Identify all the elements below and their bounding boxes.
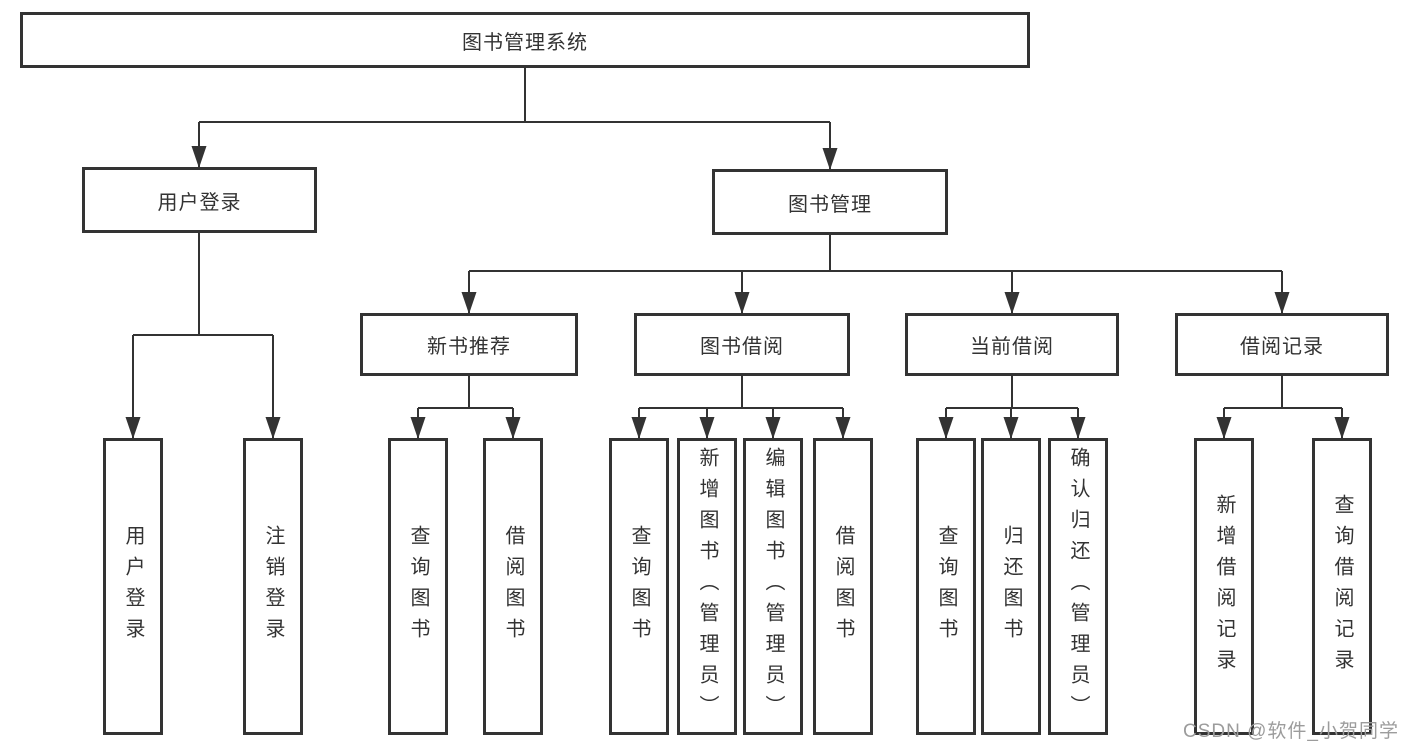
leaf-user-login: 用户登录 — [103, 438, 163, 735]
leaf-borrowing-query-books: 查询图书 — [609, 438, 669, 735]
leaf-recommend-borrow-books: 借阅图书 — [483, 438, 543, 735]
leaf-borrow-books: 借阅图书 — [813, 438, 873, 735]
leaf-return-books: 归还图书 — [981, 438, 1041, 735]
node-label: 图书管理 — [788, 193, 872, 216]
node-label: 查询图书 — [628, 524, 650, 649]
node-label: 新增图书（管理员） — [696, 447, 718, 726]
leaf-confirm-return-admin: 确认归还（管理员） — [1048, 438, 1108, 735]
leaf-logout: 注销登录 — [243, 438, 303, 735]
node-book-management: 图书管理 — [712, 169, 948, 235]
node-label: 借阅记录 — [1240, 336, 1324, 358]
node-current-borrowing: 当前借阅 — [905, 313, 1119, 376]
node-label: 借阅图书 — [832, 524, 854, 649]
node-label: 编辑图书（管理员） — [762, 447, 784, 726]
node-label: 图书管理系统 — [462, 31, 588, 54]
node-label: 新书推荐 — [427, 336, 511, 358]
node-new-book-recommendation: 新书推荐 — [360, 313, 578, 376]
leaf-recommend-query-books: 查询图书 — [388, 438, 448, 735]
leaf-current-query-books: 查询图书 — [916, 438, 976, 735]
node-label: 确认归还（管理员） — [1067, 447, 1089, 726]
node-label: 归还图书 — [1000, 524, 1022, 649]
node-label: 图书借阅 — [700, 336, 784, 358]
node-label: 当前借阅 — [970, 336, 1054, 358]
leaf-query-borrowing-record: 查询借阅记录 — [1312, 438, 1372, 735]
node-label: 新增借阅记录 — [1213, 493, 1235, 680]
node-label: 借阅图书 — [502, 524, 524, 649]
node-label: 注销登录 — [262, 524, 284, 649]
node-library-management-system: 图书管理系统 — [20, 12, 1030, 68]
node-label: 查询借阅记录 — [1331, 493, 1353, 680]
leaf-add-books-admin: 新增图书（管理员） — [677, 438, 737, 735]
node-user-login: 用户登录 — [82, 167, 317, 233]
leaf-edit-books-admin: 编辑图书（管理员） — [743, 438, 803, 735]
node-label: 查询图书 — [407, 524, 429, 649]
node-label: 用户登录 — [157, 191, 242, 214]
leaf-add-borrowing-record: 新增借阅记录 — [1194, 438, 1254, 735]
node-book-borrowing: 图书借阅 — [634, 313, 850, 376]
node-label: 查询图书 — [935, 524, 957, 649]
csdn-watermark: CSDN @软件_小贺同学 — [1183, 721, 1399, 742]
node-borrowing-records: 借阅记录 — [1175, 313, 1389, 376]
node-label: 用户登录 — [122, 524, 144, 649]
